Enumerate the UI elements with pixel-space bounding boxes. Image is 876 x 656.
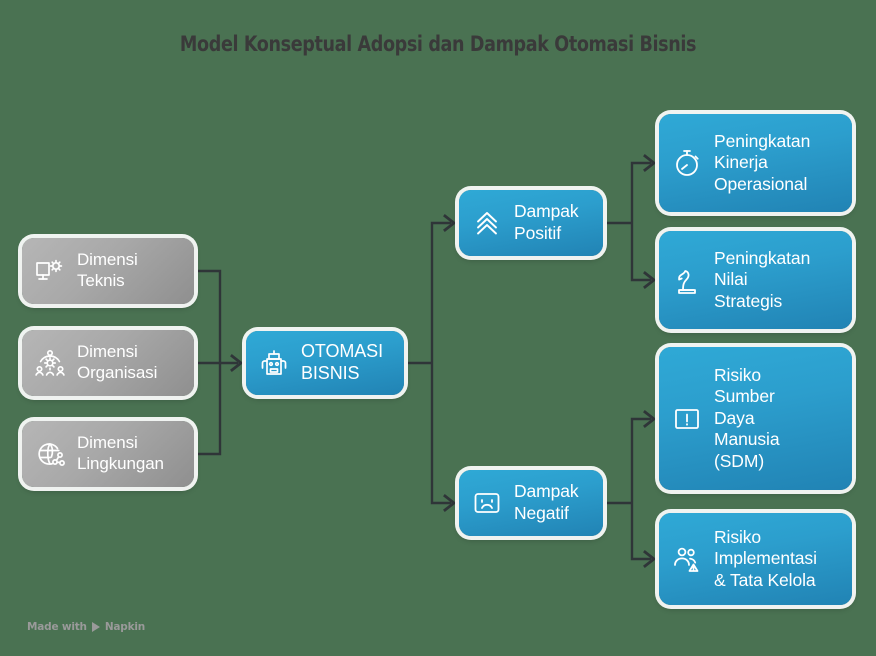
chess-knight-icon: [670, 263, 704, 297]
node-risiko-sdm[interactable]: Risiko Sumber Daya Manusia (SDM): [659, 347, 852, 490]
node-label: Peningkatan Kinerja Operasional: [714, 130, 811, 194]
node-label: Dampak Negatif: [514, 481, 579, 523]
arrowhead-to-kinerja-operasional: [643, 154, 657, 172]
arrowhead-to-dampak-negatif: [443, 494, 457, 512]
watermark-prefix: Made with: [27, 621, 87, 633]
node-label: Dimensi Lingkungan: [77, 433, 164, 473]
node-dimensi-lingkungan[interactable]: Dimensi Lingkungan: [22, 421, 194, 487]
node-dimensi-teknis[interactable]: Dimensi Teknis: [22, 238, 194, 304]
edge-lingkungan-to-trunk: [198, 363, 222, 456]
page-title: Model Konseptual Adopsi dan Dampak Otoma…: [179, 32, 697, 56]
sad-face-icon: [470, 486, 504, 520]
edge-trunk-to-nilai: [630, 223, 651, 282]
play-icon: [91, 622, 100, 632]
node-label: Peningkatan Nilai Strategis: [714, 247, 811, 311]
people-gear-icon: [33, 346, 67, 380]
napkin-watermark: Made with Napkin: [27, 621, 145, 633]
node-label: OTOMASI BISNIS: [301, 341, 383, 383]
chevrons-up-icon: [470, 206, 504, 240]
node-dampak-positif[interactable]: Dampak Positif: [459, 190, 603, 256]
edge-split-to-positif: [430, 221, 451, 363]
node-risiko-implementasi[interactable]: Risiko Implementasi & Tata Kelola: [659, 513, 852, 605]
monitor-gear-icon: [33, 254, 67, 288]
edge-split-to-negatif: [430, 363, 451, 505]
arrowhead-to-otomasi: [230, 354, 244, 372]
node-nilai-strategis[interactable]: Peningkatan Nilai Strategis: [659, 231, 852, 329]
arrowhead-to-dampak-positif: [443, 214, 457, 232]
node-kinerja-operasional[interactable]: Peningkatan Kinerja Operasional: [659, 114, 852, 212]
robot-icon: [257, 346, 291, 380]
edge-trunk-to-risiko-sdm: [630, 417, 651, 503]
node-label: Dampak Positif: [514, 201, 579, 243]
arrowhead-to-risiko-implementasi: [643, 550, 657, 568]
stopwatch-icon: [670, 146, 704, 180]
node-otomasi-bisnis[interactable]: OTOMASI BISNIS: [246, 331, 404, 395]
exclamation-box-icon: [670, 402, 704, 436]
arrowhead-to-nilai-strategis: [643, 271, 657, 289]
node-label: Risiko Implementasi & Tata Kelola: [714, 526, 817, 590]
node-label: Dimensi Teknis: [77, 250, 138, 290]
node-label: Dimensi Organisasi: [77, 342, 158, 382]
node-dimensi-organisasi[interactable]: Dimensi Organisasi: [22, 330, 194, 396]
node-label: Risiko Sumber Daya Manusia (SDM): [714, 364, 780, 471]
watermark-brand: Napkin: [104, 621, 146, 633]
arrowhead-to-risiko-sdm: [643, 410, 657, 428]
edge-trunk-to-kinerja: [630, 161, 651, 223]
edge-teknis-to-trunk: [198, 269, 222, 363]
edge-trunk-to-risiko-impl: [630, 503, 651, 561]
node-dampak-negatif[interactable]: Dampak Negatif: [459, 470, 603, 536]
people-warning-icon: [670, 542, 704, 576]
globe-network-icon: [33, 437, 67, 471]
